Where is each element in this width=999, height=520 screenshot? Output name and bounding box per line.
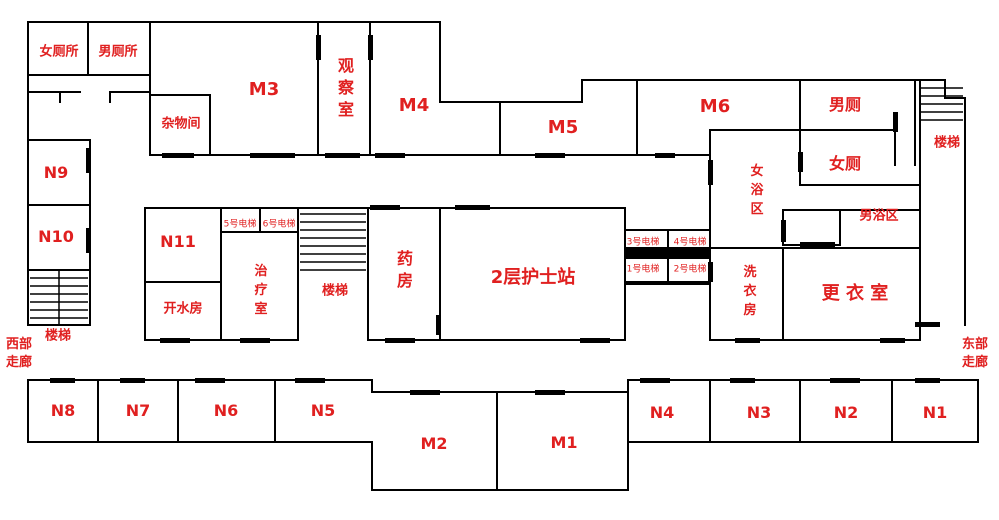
room-label-women-toilet-west: 女厕所 [39, 44, 79, 60]
room-label-women-toilet-east: 女厕 [828, 154, 862, 173]
room-label-m3: M3 [248, 79, 280, 100]
room-label-m4: M4 [398, 95, 430, 116]
room-label-m2: M2 [420, 434, 448, 453]
room-label-n6: N6 [213, 401, 239, 420]
room-label-pharmacy: 药房 [394, 250, 413, 294]
room-label-n4: N4 [649, 403, 675, 422]
room-label-n2: N2 [833, 403, 859, 422]
room-label-boiler: 开水房 [163, 301, 203, 317]
room-label-n10: N10 [38, 227, 74, 246]
room-label-observation: 观察室 [335, 57, 354, 123]
room-label-nurse-station: 2层护士站 [490, 267, 576, 288]
room-label-n1: N1 [922, 403, 948, 422]
stair-label-west: 楼梯 [44, 328, 72, 344]
room-label-men-bath: 男浴区 [859, 208, 899, 224]
room-label-n11: N11 [160, 232, 196, 251]
elevator-label-4: 4号电梯 [673, 237, 707, 248]
stair-label-center: 楼梯 [321, 283, 349, 299]
elevator-label-1: 1号电梯 [626, 264, 660, 275]
room-label-n7: N7 [125, 401, 151, 420]
room-label-n5: N5 [310, 401, 336, 420]
room-label-m1: M1 [550, 433, 578, 452]
elevator-label-2: 2号电梯 [673, 264, 707, 275]
room-label-storage: 杂物间 [161, 116, 201, 132]
room-label-men-toilet-west: 男厕所 [98, 44, 138, 60]
corridor-label-east: 东部走廊 [961, 336, 988, 370]
room-label-m6: M6 [699, 96, 731, 117]
room-label-laundry: 洗衣房 [740, 264, 756, 322]
room-label-women-bath: 女浴区 [747, 163, 763, 221]
elevator-label-6: 6号电梯 [262, 219, 296, 230]
room-label-treatment: 治疗室 [251, 263, 267, 321]
room-label-n3: N3 [746, 403, 772, 422]
elevator-label-5: 5号电梯 [223, 219, 257, 230]
elevator-label-3: 3号电梯 [626, 237, 660, 248]
room-label-locker: 更 衣 室 [821, 283, 889, 304]
room-label-m5: M5 [547, 117, 579, 138]
corridor-label-west: 西部走廊 [5, 336, 32, 370]
room-label-men-toilet-east: 男厕 [828, 95, 862, 114]
room-label-n9: N9 [43, 163, 69, 182]
room-label-n8: N8 [50, 401, 76, 420]
stair-label-east: 楼梯 [933, 135, 961, 151]
outer-wall [27, 379, 979, 491]
